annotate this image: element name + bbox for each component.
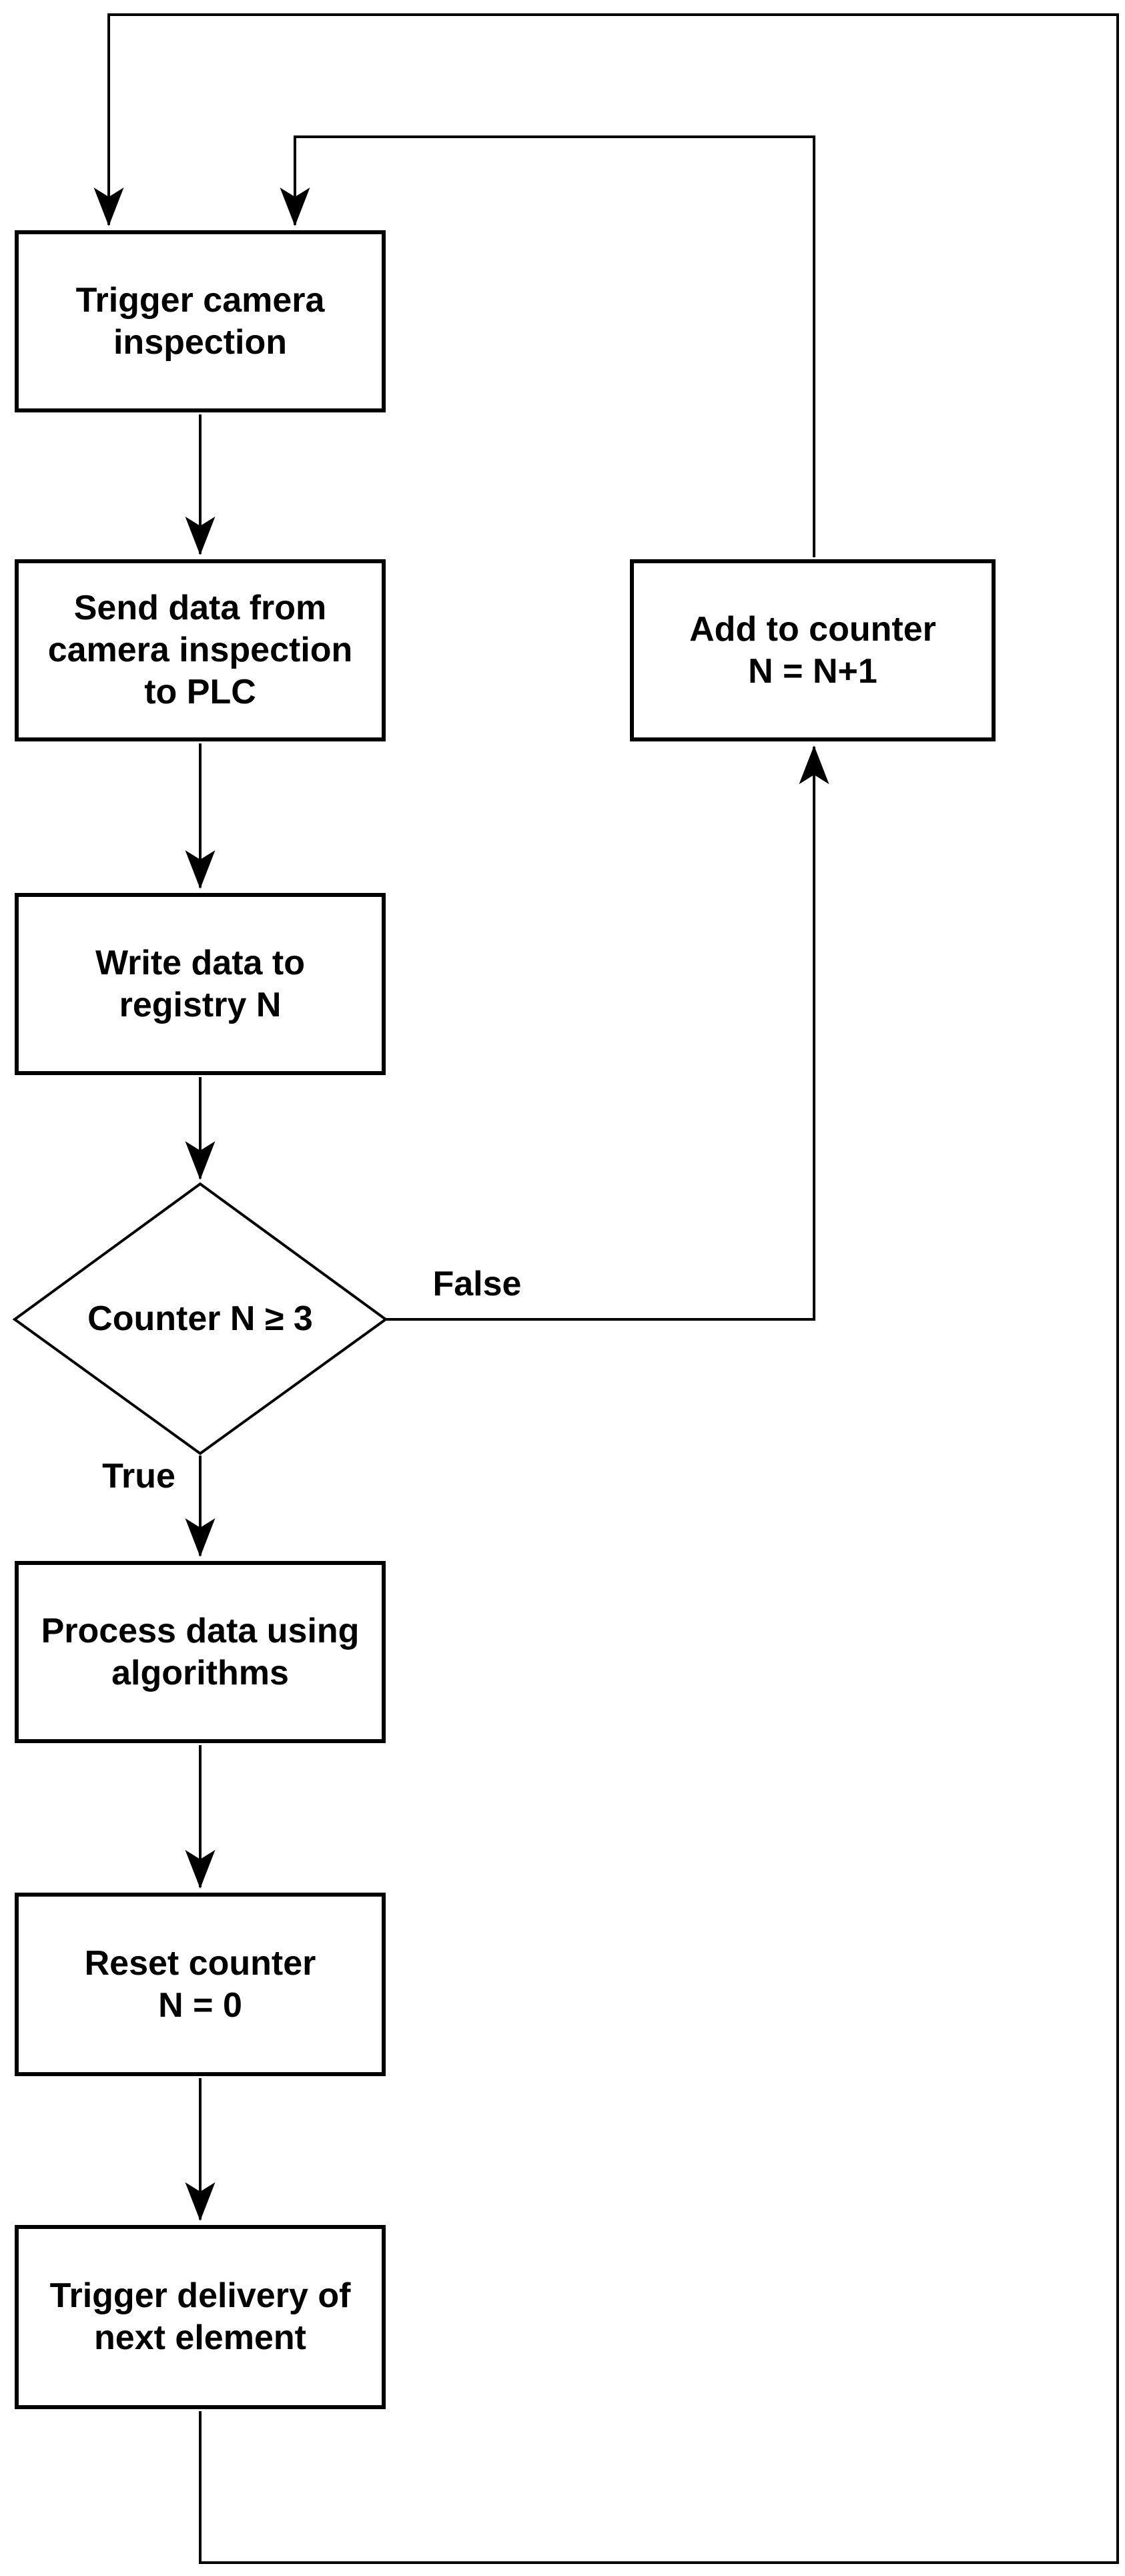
node-label-line: Send data from — [73, 589, 327, 627]
node-write-data-registry: Write data to registry N — [15, 893, 386, 1075]
node-label-line: Reset counter — [84, 1943, 316, 1983]
false-branch-label: False — [432, 1265, 522, 1303]
node-trigger-camera-inspection: Trigger camera inspection — [15, 230, 386, 412]
edge-add-counter-to-trigger-camera — [280, 135, 815, 557]
node-send-data-to-plc: Send data from camera inspection to PLC — [15, 559, 386, 741]
node-label-line: Counter N ≥ 3 — [87, 1299, 313, 1338]
true-branch-label: True — [102, 1457, 175, 1496]
node-label-line: camera inspection — [47, 631, 353, 669]
node-label-line: Trigger delivery of — [49, 2276, 351, 2315]
decision-diamond — [12, 1182, 388, 1456]
node-process-data-algorithms: Process data using algorithms — [15, 1561, 386, 1743]
node-label-line: Process data using — [41, 1611, 360, 1650]
node-reset-counter: Reset counter N = 0 — [15, 1893, 386, 2076]
node-label-line: N = N+1 — [748, 651, 877, 691]
node-label-line: to PLC — [144, 673, 256, 711]
decision-label: Counter N ≥ 3 — [15, 1184, 386, 1454]
node-label-line: N = 0 — [158, 1985, 242, 2025]
node-trigger-delivery: Trigger delivery of next element — [15, 2225, 386, 2409]
node-label-line: algorithms — [111, 1653, 289, 1692]
edge-decision-false-to-add-counter — [386, 745, 829, 1321]
node-label-line: Write data to — [95, 943, 305, 982]
node-label-line: Trigger camera — [75, 280, 325, 320]
node-label-line: next element — [94, 2318, 306, 2357]
node-label-line: inspection — [113, 322, 288, 362]
node-add-to-counter: Add to counter N = N+1 — [630, 559, 996, 741]
edge-trigger-delivery-to-trigger-camera — [93, 13, 1119, 2564]
node-label-line: Add to counter — [689, 609, 936, 649]
node-label-line: registry N — [119, 985, 282, 1024]
